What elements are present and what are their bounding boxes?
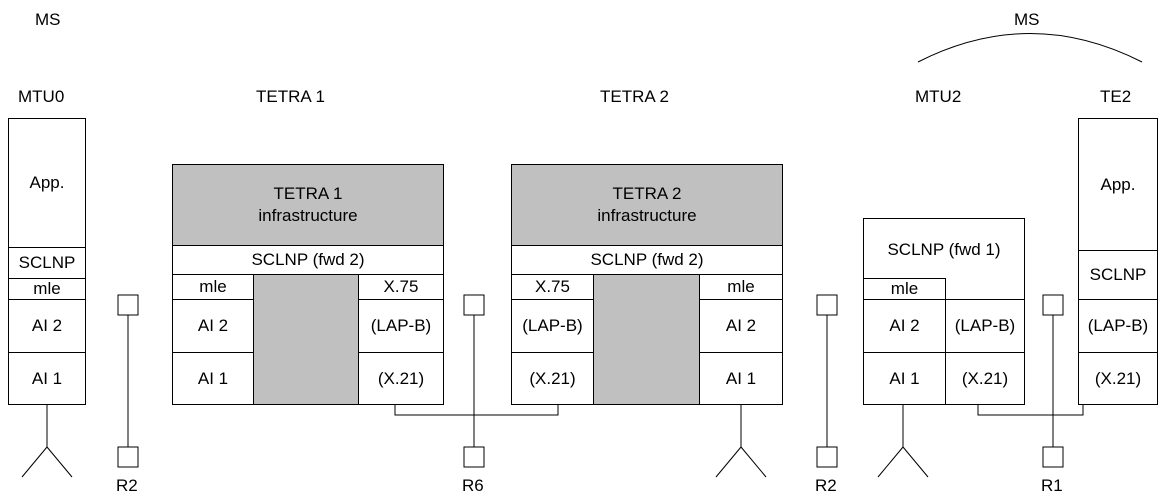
tetra1-relay-block — [253, 274, 359, 405]
tetra2-mle-layer: mle — [699, 274, 783, 300]
ref-marker-r6 — [463, 294, 485, 468]
mtu2-lapb-layer: (LAP-B) — [945, 299, 1025, 353]
ref-marker-r1 — [1042, 294, 1064, 468]
ref-label-r6: R6 — [462, 476, 484, 495]
antenna-mtu2 — [877, 402, 929, 478]
tetra2-ai1-layer: AI 1 — [699, 352, 783, 405]
tetra1-infra-line2: infrastructure — [258, 206, 358, 225]
te2-lapb-layer: (LAP-B) — [1078, 299, 1158, 353]
tetra1-lapb-layer: (LAP-B) — [358, 299, 444, 353]
link-tetra1-tetra2 — [394, 405, 559, 416]
mtu2-header: MTU2 — [915, 87, 962, 106]
tetra1-infra-line1: TETRA 1 — [273, 184, 343, 203]
mtu0-sclnp-layer: SCLNP — [8, 247, 86, 279]
tetra1-header: TETRA 1 — [256, 87, 325, 106]
mtu0-header: MTU0 — [18, 87, 65, 106]
antenna-tetra2 — [715, 402, 767, 478]
mtu2-ai2-layer: AI 2 — [863, 299, 946, 353]
tetra2-infrastructure: TETRA 2 infrastructure — [511, 164, 783, 246]
tetra1-x75-layer: X.75 — [358, 274, 444, 300]
antenna-mtu0 — [21, 402, 73, 478]
tetra1-ai2-layer: AI 2 — [172, 299, 254, 353]
mtu2-mle-layer: mle — [863, 278, 946, 300]
ref-label-r2-right: R2 — [815, 476, 837, 495]
tetra2-lapb-layer: (LAP-B) — [511, 299, 594, 353]
mtu0-ai2-layer: AI 2 — [8, 299, 86, 353]
tetra1-sclnp-layer: SCLNP (fwd 2) — [172, 245, 444, 275]
te2-x21-layer: (X.21) — [1078, 352, 1158, 405]
tetra2-infra-line2: infrastructure — [597, 206, 697, 225]
te2-app-layer: App. — [1078, 118, 1158, 251]
ref-marker-r2-right — [816, 294, 838, 468]
ref-marker-r2-left — [117, 294, 139, 468]
te2-sclnp-layer: SCLNP — [1078, 250, 1158, 300]
tetra1-infrastructure: TETRA 1 infrastructure — [172, 164, 444, 246]
tetra2-sclnp-layer: SCLNP (fwd 2) — [511, 245, 783, 275]
mtu0-mle-layer: mle — [8, 278, 86, 300]
mtu2-ai1-layer: AI 1 — [863, 352, 946, 405]
ms-label-left: MS — [35, 10, 61, 29]
tetra2-infra-line1: TETRA 2 — [612, 184, 682, 203]
tetra2-x75-layer: X.75 — [511, 274, 594, 300]
tetra1-ai1-layer: AI 1 — [172, 352, 254, 405]
tetra2-header: TETRA 2 — [600, 87, 669, 106]
link-mtu2-te2 — [977, 405, 1084, 416]
tetra1-mle-layer: mle — [172, 274, 254, 300]
te2-header: TE2 — [1100, 87, 1132, 106]
tetra2-ai2-layer: AI 2 — [699, 299, 783, 353]
mtu2-x21-layer: (X.21) — [945, 352, 1025, 405]
ms-brace — [917, 33, 1143, 63]
mtu0-app-layer: App. — [8, 118, 86, 248]
ms-label-right: MS — [1014, 10, 1040, 29]
ref-label-r2-left: R2 — [116, 476, 138, 495]
tetra1-x21-layer: (X.21) — [358, 352, 444, 405]
tetra2-x21-layer: (X.21) — [511, 352, 594, 405]
ref-label-r1: R1 — [1041, 476, 1063, 495]
mtu0-ai1-layer: AI 1 — [8, 352, 86, 405]
tetra2-relay-block — [593, 274, 700, 405]
